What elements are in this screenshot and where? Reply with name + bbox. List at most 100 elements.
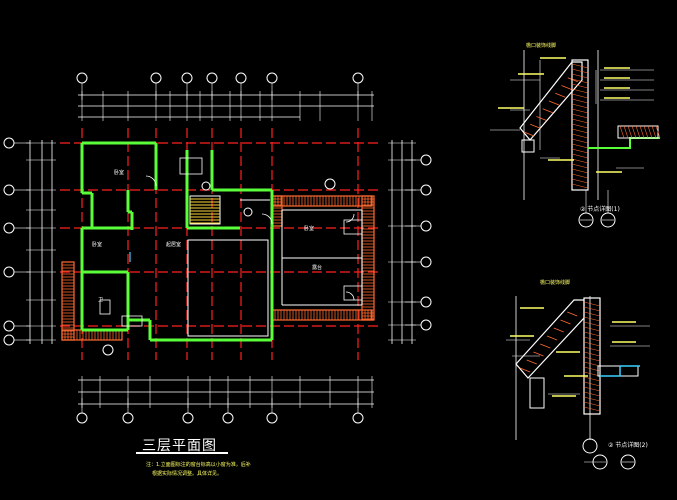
wall-hatch — [583, 326, 601, 332]
slab-hatch — [561, 85, 572, 90]
detail-bubble — [620, 454, 636, 470]
eave-end — [521, 139, 535, 153]
gutter-hatch — [651, 125, 657, 139]
fixture — [99, 299, 111, 315]
wall-hatch — [571, 178, 589, 184]
wall-hatch — [571, 83, 589, 89]
wall-hatch — [583, 401, 601, 407]
slab-hatch — [519, 367, 531, 373]
fixture — [179, 157, 203, 175]
axis-bubble-top — [150, 72, 162, 84]
wall-hatch — [571, 73, 589, 79]
slab-hatch — [546, 335, 558, 341]
detail-bubble — [582, 438, 598, 454]
eave-end — [529, 377, 545, 409]
wall-hatch — [571, 68, 589, 74]
wall-hatch — [583, 341, 601, 347]
door-swing — [145, 175, 157, 187]
wall-hatch — [583, 376, 601, 382]
wall-hatch — [583, 396, 601, 402]
axis-bubble-right — [420, 296, 432, 308]
wall-hatch — [571, 173, 589, 179]
wall-hatch — [571, 128, 589, 134]
room-label: 卧室 — [114, 170, 125, 176]
fixture — [343, 219, 363, 235]
slab-hatch — [553, 327, 564, 333]
wall-hatch — [571, 118, 589, 124]
axis-bubble-left — [3, 184, 15, 196]
gutter-hatch — [631, 125, 637, 139]
wall-hatch — [583, 346, 601, 352]
gutter-hatch — [655, 125, 661, 139]
gutter — [588, 137, 660, 149]
stair — [189, 195, 221, 225]
wall-hatch — [583, 406, 601, 412]
title-underline — [136, 452, 228, 454]
wall-hatch — [571, 158, 589, 164]
fixture — [121, 315, 143, 327]
detail-2-caption: ② 节点详图(2) — [608, 442, 648, 449]
wall-hatch — [571, 63, 589, 69]
slab-hatch — [523, 131, 535, 137]
wall-hatch — [571, 153, 589, 159]
slab-hatch — [555, 92, 566, 98]
wall-hatch — [583, 321, 601, 327]
wall-hatch — [571, 93, 589, 99]
wall-hatch — [571, 183, 589, 189]
plan-title: 三层平面图 — [142, 438, 217, 454]
axis-bubble-bottom — [76, 412, 88, 424]
axis-bubble-bottom — [182, 412, 194, 424]
wall-hatch — [583, 351, 601, 357]
slab-hatch — [533, 351, 544, 357]
slab-hatch — [526, 359, 537, 365]
plan-note-line1: 注：1.立面图标注的窗台标高以小窗为准，后补 — [146, 462, 251, 468]
detail-1-caption: ② 节点详图(1) — [580, 206, 620, 213]
column-marker — [324, 178, 336, 190]
axis-bubble-left — [3, 320, 15, 332]
axis-bubble-bottom — [222, 412, 234, 424]
room-label: 卧室 — [304, 226, 315, 232]
gutter-hatch — [627, 125, 633, 139]
axis-bubble-right — [420, 220, 432, 232]
axis-bubble-bottom — [266, 412, 278, 424]
wall-hatch — [571, 133, 589, 139]
detail-2-top-label: 檐口装饰线脚 — [540, 280, 571, 286]
roof-slab — [519, 61, 583, 141]
slab-hatch — [567, 77, 578, 83]
wall-hatch — [571, 78, 589, 84]
axis-bubble-right — [420, 154, 432, 166]
room-label: 起居室 — [166, 242, 182, 248]
gutter-hatch — [639, 125, 645, 139]
axis-bubble-right — [420, 256, 432, 268]
room-label: 卫 — [98, 297, 104, 303]
wall-hatch — [571, 168, 589, 174]
slab-hatch — [560, 319, 571, 325]
axis-bubble-left — [3, 266, 15, 278]
wall-hatch — [583, 316, 601, 322]
axis-bubble-bottom — [122, 412, 134, 424]
wall-hatch — [571, 148, 589, 154]
wall-hatch — [583, 336, 601, 342]
column-marker — [243, 207, 253, 217]
wall-hatch — [571, 113, 589, 119]
axis-bubble-right — [420, 184, 432, 196]
plan-note-line2: 根据实际情况调整。具体详见。 — [152, 471, 223, 477]
axis-bubble-top — [76, 72, 88, 84]
room-label: 露台 — [312, 265, 323, 271]
wall-hatch — [571, 123, 589, 129]
axis-bubble-top — [206, 72, 218, 84]
wall-hatch — [583, 306, 601, 312]
door-swing — [345, 213, 355, 223]
fixture-icon — [201, 181, 211, 191]
slab-hatch — [540, 343, 551, 349]
wall-hatch — [583, 361, 601, 367]
fixture — [343, 285, 363, 301]
wall-hatch — [583, 331, 601, 337]
gutter-hatch — [643, 125, 649, 139]
axis-bubble-top — [266, 72, 278, 84]
slab-hatch — [536, 116, 547, 121]
central-hall — [187, 239, 269, 337]
wall-hatch — [583, 391, 601, 397]
slab-hatch — [542, 108, 553, 114]
